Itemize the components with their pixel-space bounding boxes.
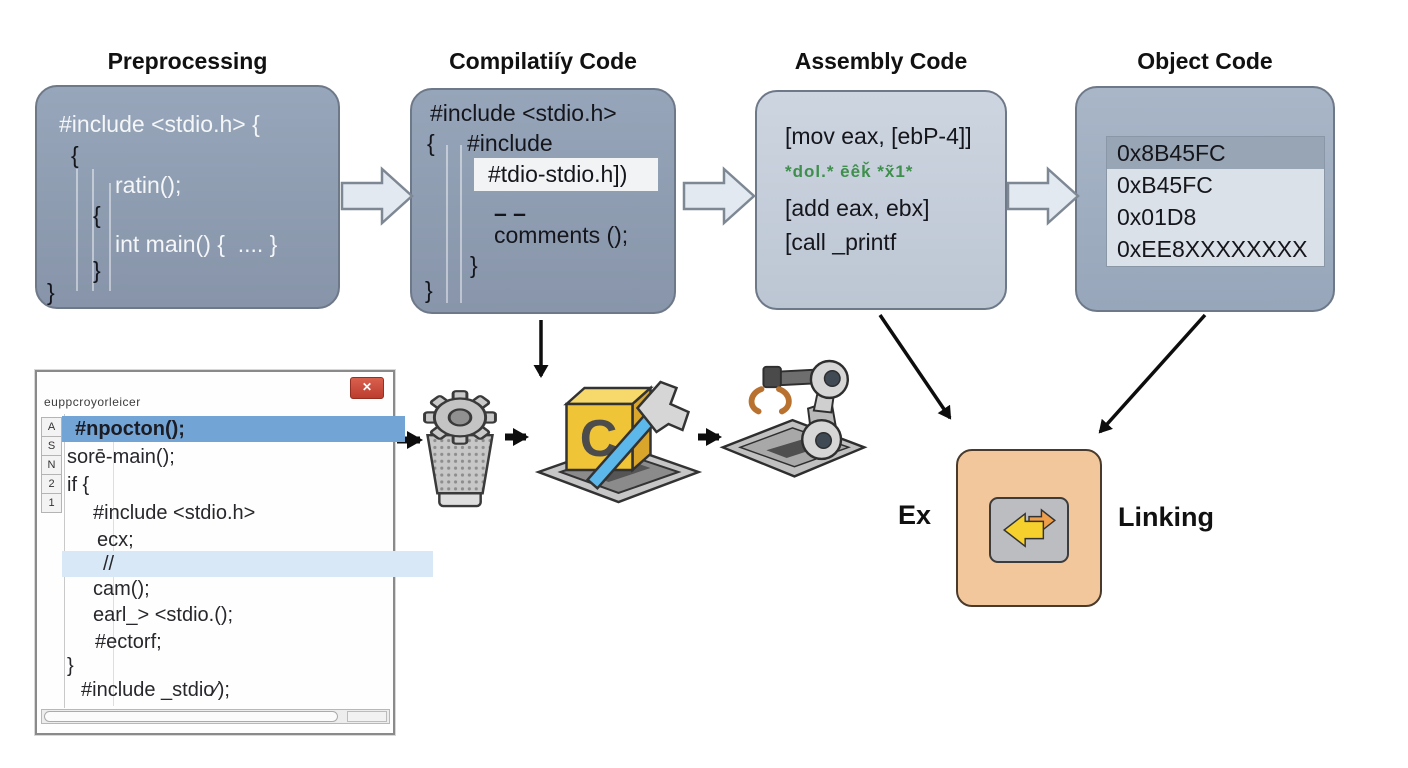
robot-upper-joint-hub [823,369,841,387]
preprocessing-code-box: #include <stdio.h> { { ratin(); { int ma… [35,85,340,309]
hex-row: 0xB45FC [1117,172,1213,198]
code-line: #include <stdio.h> { [59,111,260,137]
code-line: – – [494,200,526,226]
indent-guide [446,145,448,303]
editor-title: euppcroyorleicer [44,395,141,409]
robot-lower-joint-hub [815,432,833,450]
code-line: #include _stdio⁄); [81,679,230,701]
stage-flow-arrow [682,166,756,226]
hex-row: 0x8B45FC [1107,137,1324,169]
stage-title-preprocessing: Preprocessing [107,48,268,74]
code-line: [call _printf [785,229,897,255]
compilation-code-box: #include <stdio.h> { #include #tdio-stdi… [410,88,676,314]
close-button[interactable]: ✕ [350,377,384,399]
stage-flow-arrow [1006,166,1080,226]
code-line: int main() { .... } [115,231,278,257]
linking-label: Linking [1118,502,1214,532]
selected-code-line: #npocton(); [62,416,405,442]
object-to-linking-arrow [1098,313,1207,434]
code-line: #include [467,130,553,156]
linking-box [956,449,1102,607]
preprocessor-trash-gear-icon [423,390,497,508]
ex-label: Ex [898,500,932,530]
code-line: #ectorf; [95,631,162,653]
code-line: [add eax, ebx] [785,195,930,221]
gutter-cell: A [41,417,62,437]
code-line: [mov eax, [ebP-4]] [785,123,972,149]
indent-guide [109,183,111,291]
hammer-head [635,380,691,434]
assembler-robot-arm-icon [719,359,868,478]
code-line: { [93,202,101,228]
comment-code-line: // [62,551,433,577]
horizontal-scrollbar[interactable] [41,709,390,724]
code-line: { [71,142,79,168]
code-line: #include <stdio.h> [430,100,617,126]
stage-title-object: Object Code [1137,48,1273,74]
linker-icon-tile [989,497,1069,563]
code-line: } [470,252,478,278]
code-line: } [67,655,74,677]
code-line: if { [67,474,90,496]
assembly-to-linking-arrow [878,314,952,420]
code-line: earl_> <stdio.(); [93,604,234,626]
scrollbar-thumb[interactable] [44,711,338,722]
gutter-cell: 1 [41,493,62,513]
assembly-code-box: [mov eax, [ebP-4]] *dol.* ēêǩ *x̃1* [add… [755,90,1007,310]
claw-left [748,386,765,415]
code-line: cam(); [93,578,150,600]
garbled-green-code-line: *dol.* ēêǩ *x̃1* [785,162,914,181]
code-line: ecx; [97,529,134,551]
highlighted-code-strip: #tdio-stdio.h]) [474,158,658,191]
code-line: { [427,130,435,156]
gutter-cell: N [41,455,62,475]
code-line: comments (); [494,222,629,248]
gutter-cell: 2 [41,474,62,494]
code-line: #tdio-stdio.h]) [488,161,628,187]
hex-row: 0xEE8XXXXXXXX [1117,236,1308,262]
swap-arrow-left [1002,512,1045,548]
trash-foot [438,492,482,508]
gear-icon [423,390,497,445]
compiler-c-cube-hammer-icon: C [534,380,703,504]
indent-guide [92,169,94,291]
claw-right [776,386,792,415]
robot-wrist [762,365,782,389]
object-code-panel: 0x8B45FC 0xB45FC 0x01D8 0xEE8XXXXXXXX [1107,137,1324,266]
stage-title-assembly: Assembly Code [794,48,968,74]
stage-flow-arrow [340,166,414,226]
code-line: } [93,257,101,283]
stage-title-compilation: Compilatiíy Code [449,48,637,74]
source-editor-window: ✕ euppcroyorleicer A S N 2 1 #npocton();… [35,370,433,735]
code-line: } [425,277,433,303]
code-line: #include <stdio.h> [93,502,256,524]
indent-guide [460,145,462,303]
scrollbar-end-box [347,711,387,722]
indent-guide [76,169,78,291]
gutter-cell: S [41,436,62,456]
code-line: ratin(); [115,172,182,198]
code-line: sorē-main(); [67,446,175,468]
code-line: } [47,279,55,305]
object-code-box: 0x8B45FC 0xB45FC 0x01D8 0xEE8XXXXXXXX [1075,86,1335,312]
swap-arrows-icon [1002,508,1056,548]
hex-row: 0x01D8 [1117,204,1197,230]
